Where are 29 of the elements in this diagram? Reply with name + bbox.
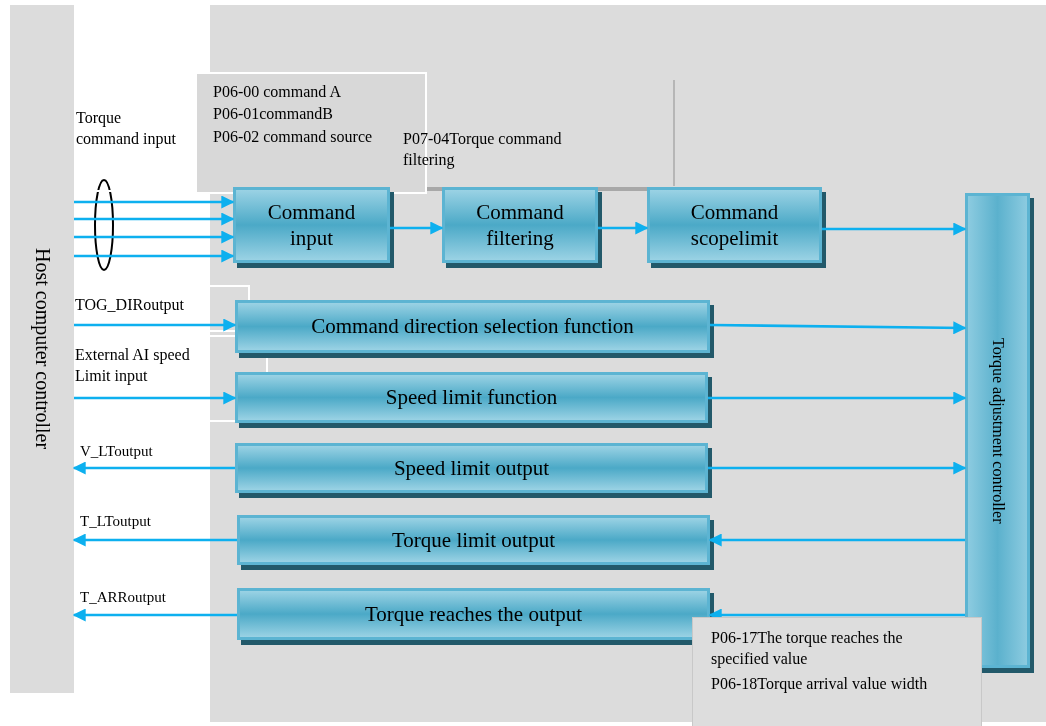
arrow: [822, 222, 967, 236]
parameter-text: P06-01commandB: [213, 104, 334, 124]
controller-band: Host computer controller: [10, 5, 74, 693]
arrow: [598, 221, 649, 235]
arrow: [74, 391, 237, 405]
parameter-text: P06-02 command source: [213, 127, 373, 147]
arrow: [708, 391, 967, 405]
signal-label: TOG_DIRoutput: [75, 295, 186, 316]
signal-label: V_LToutput: [80, 442, 154, 461]
arrow: [74, 230, 235, 244]
arrow: [708, 461, 967, 475]
signal-label: T_LToutput: [80, 512, 152, 531]
arrow: [74, 249, 235, 263]
arrow: [390, 221, 444, 235]
arrow: [74, 318, 237, 332]
arrow: [72, 608, 237, 622]
arrow: [72, 533, 237, 547]
signal-label: T_ARRoutput: [80, 588, 167, 607]
arrow: [710, 321, 967, 335]
arrow: [74, 195, 235, 209]
arrow: [74, 212, 235, 226]
signal-label: External AI speed Limit input: [75, 345, 191, 387]
parameter-text: P06-18Torque arrival value width: [711, 674, 929, 695]
note-text: Torque command input: [76, 108, 176, 150]
arrow: [708, 533, 965, 547]
parameter-text: P06-17The torque reaches the specified value: [711, 628, 904, 670]
arrow: [72, 461, 235, 475]
parameter-text: P07-04Torque command filtering: [403, 129, 563, 171]
parameter-text: P06-00 command A: [213, 82, 342, 102]
